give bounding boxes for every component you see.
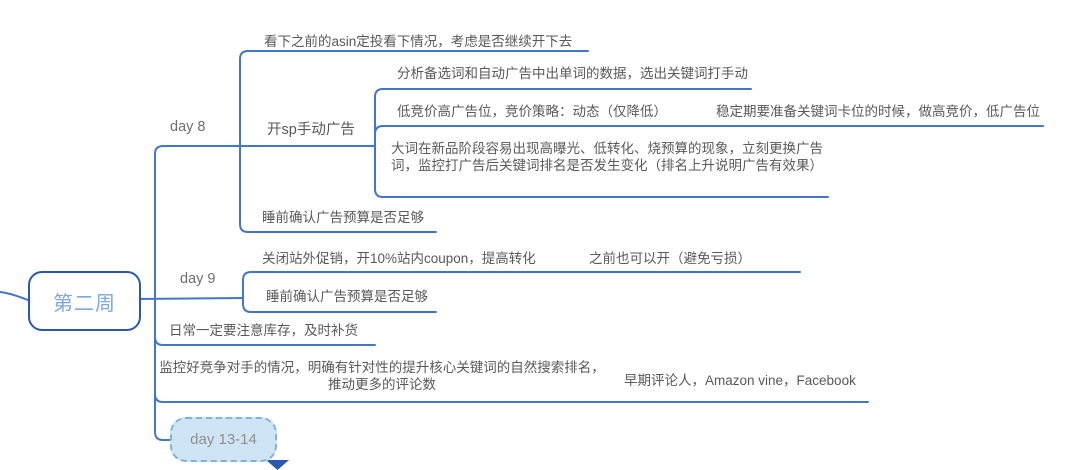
branch-line-day9 xyxy=(136,297,244,300)
node-day8-budget-check[interactable]: 睡前确认广告预算是否足够 xyxy=(262,210,424,225)
node-low-bid[interactable]: 低竞价高广告位，竞价策略：动态（仅降低） xyxy=(397,104,667,119)
node-day9-budget-check[interactable]: 睡前确认广告预算是否足够 xyxy=(266,289,428,304)
node-root[interactable]: 第二周 xyxy=(28,271,141,331)
branch-line-trunk xyxy=(154,145,376,441)
node-coupon[interactable]: 关闭站外促销，开10%站内coupon，提高转化 xyxy=(262,251,536,266)
node-review-channels[interactable]: 早期评论人，Amazon vine，Facebook xyxy=(624,373,856,388)
node-day13-14[interactable]: day 13-14 xyxy=(170,417,277,462)
branch-line-day8-children xyxy=(239,50,589,233)
node-big-words[interactable]: 大词在新品阶段容易出现高曝光、低转化、烧预算的现象，立刻更换广告词，监控打广告后… xyxy=(391,141,823,173)
branch-line-parent xyxy=(0,291,29,301)
node-sp-manual[interactable]: 开sp手动广告 xyxy=(267,122,355,138)
node-day9-label[interactable]: day 9 xyxy=(180,271,216,287)
node-inventory[interactable]: 日常一定要注意库存，及时补货 xyxy=(169,323,358,338)
node-monitor[interactable]: 监控好竞争对手的情况，明确有针对性的提升核心关键词的自然搜索排名，推动更多的评论… xyxy=(159,360,605,392)
node-asin-check[interactable]: 看下之前的asin定投看下情况，考虑是否继续开下去 xyxy=(264,34,573,49)
node-coupon-note[interactable]: 之前也可以开（避免亏损） xyxy=(589,251,751,266)
node-stable-period[interactable]: 稳定期要准备关键词卡位的时候，做高竞价，低广告位 xyxy=(716,104,1040,119)
branch-line-lowbid xyxy=(374,125,1044,135)
branch-line-monitor xyxy=(154,393,869,403)
branch-line-sp-children xyxy=(374,88,829,198)
node-analyze-keywords[interactable]: 分析备选词和自动广告中出单词的数据，选出关键词打手动 xyxy=(397,66,748,81)
node-day8-label[interactable]: day 8 xyxy=(170,119,206,135)
collapse-indicator-icon[interactable] xyxy=(266,460,289,470)
branch-line-inventory xyxy=(154,336,376,346)
branch-line-day9-children xyxy=(242,271,801,313)
